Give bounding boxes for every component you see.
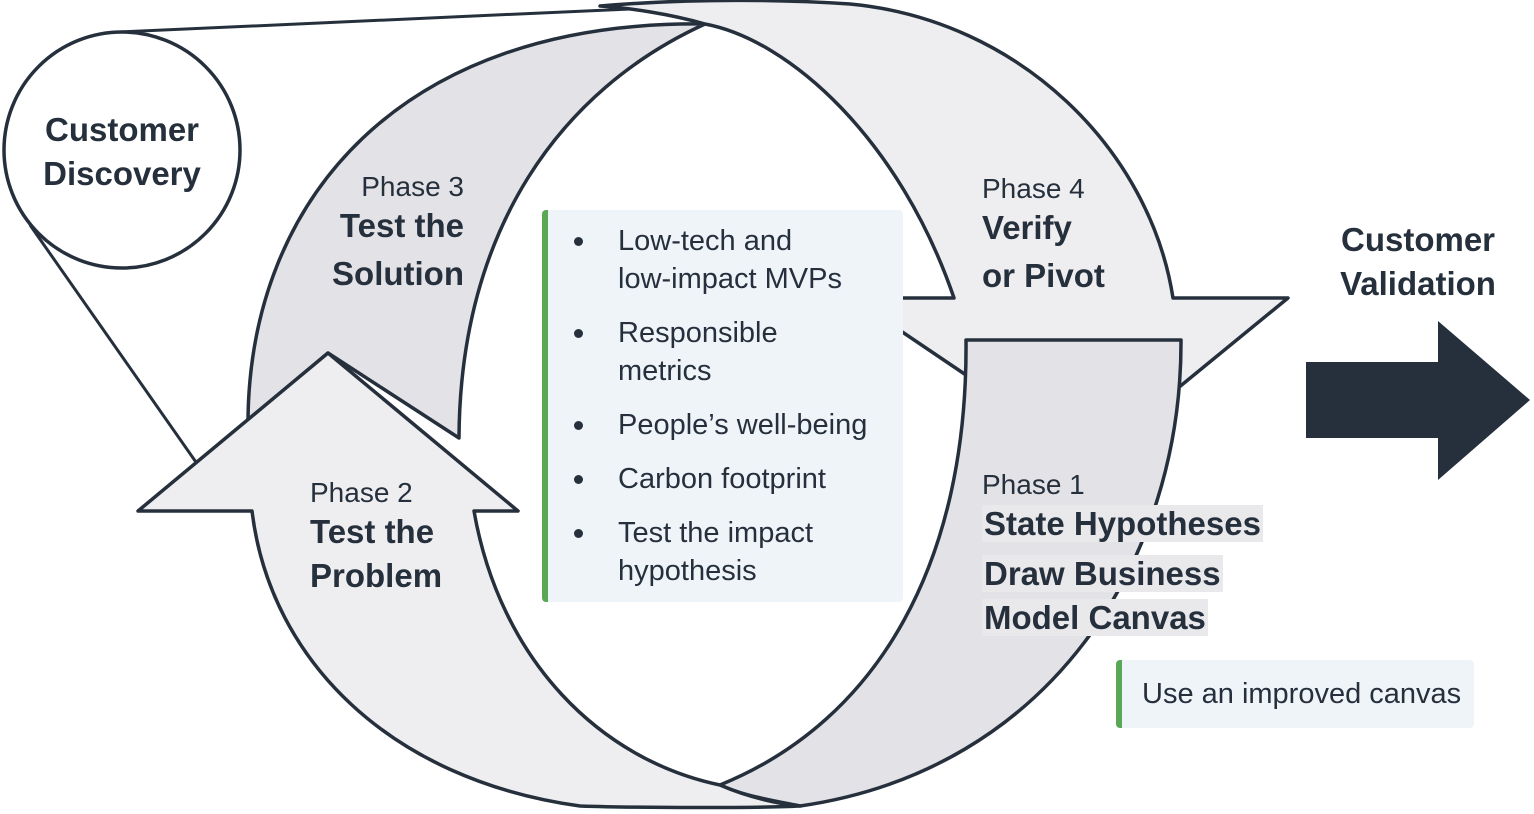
discovery-line1: Customer (44, 111, 200, 148)
bullet-4-line1: Carbon footprint (618, 463, 826, 495)
validation-label: Customer Validation (1318, 218, 1518, 306)
phase4-title-line2: or Pivot (982, 257, 1105, 294)
phase1-title-row3: Model Canvas (982, 596, 1263, 640)
phase2-number: Phase 2 (310, 477, 413, 508)
phase1-title-row2: Draw Business (982, 552, 1263, 596)
validation-line2: Validation (1340, 265, 1496, 302)
bullet-5-line2: hypothesis (618, 555, 757, 587)
discovery-line2: Discovery (43, 155, 201, 192)
bullet-dot-icon (574, 529, 583, 538)
bullet-dot-icon (574, 329, 583, 338)
list-item: Test the impact hypothesis (574, 514, 814, 590)
phase3-title-line2: Solution (332, 255, 464, 292)
phase1-title-line3: Model Canvas (982, 599, 1208, 636)
bullet-dot-icon (574, 475, 583, 484)
phase2-arrow (136, 351, 802, 810)
bullet-2-line2: metrics (618, 355, 712, 387)
improved-canvas-note: Use an improved canvas (1116, 660, 1474, 728)
phase4-label: Phase 4 Verify or Pivot (982, 172, 1105, 298)
bullet-3-line1: People’s well-being (618, 409, 868, 441)
validation-line1: Customer (1340, 221, 1496, 258)
phase2-title-line1: Test the (310, 513, 435, 550)
list-item: Low-tech and low-impact MVPs (574, 222, 842, 298)
discovery-label: Customer Discovery (22, 108, 222, 196)
validation-arrow (1306, 321, 1530, 480)
phase3-number: Phase 3 (361, 171, 464, 202)
phase3-label: Phase 3 Test the Solution (330, 170, 464, 296)
phase3-title-line1: Test the (339, 207, 464, 244)
phase1-number: Phase 1 (982, 469, 1085, 500)
phase2-label: Phase 2 Test the Problem (310, 476, 442, 598)
phase1-label: Phase 1 State Hypotheses Draw Business M… (982, 468, 1263, 640)
bullet-1-line2: low-impact MVPs (618, 263, 842, 295)
phase4-number: Phase 4 (982, 173, 1085, 204)
bullet-5-line1: Test the impact (618, 517, 814, 549)
impact-bullet-card: Low-tech and low-impact MVPs Responsible… (542, 210, 903, 602)
phase4-arrow (598, 0, 1290, 390)
phase1-title-line2: Draw Business (982, 555, 1223, 592)
phase2-title-line2: Problem (310, 557, 443, 594)
bullet-2-line1: Responsible (618, 317, 778, 349)
bullet-1-line1: Low-tech and (618, 225, 793, 257)
list-item: Carbon footprint (574, 460, 826, 498)
bullet-dot-icon (574, 237, 583, 246)
phase1-title-row1: State Hypotheses (982, 502, 1263, 546)
phase1-title-line1: State Hypotheses (982, 505, 1263, 542)
list-item: People’s well-being (574, 406, 868, 444)
discovery-circle (2, 30, 242, 270)
bullet-dot-icon (574, 421, 583, 430)
phase4-title-line1: Verify (982, 209, 1072, 246)
connector-line-bottom (28, 224, 200, 466)
list-item: Responsible metrics (574, 314, 778, 390)
